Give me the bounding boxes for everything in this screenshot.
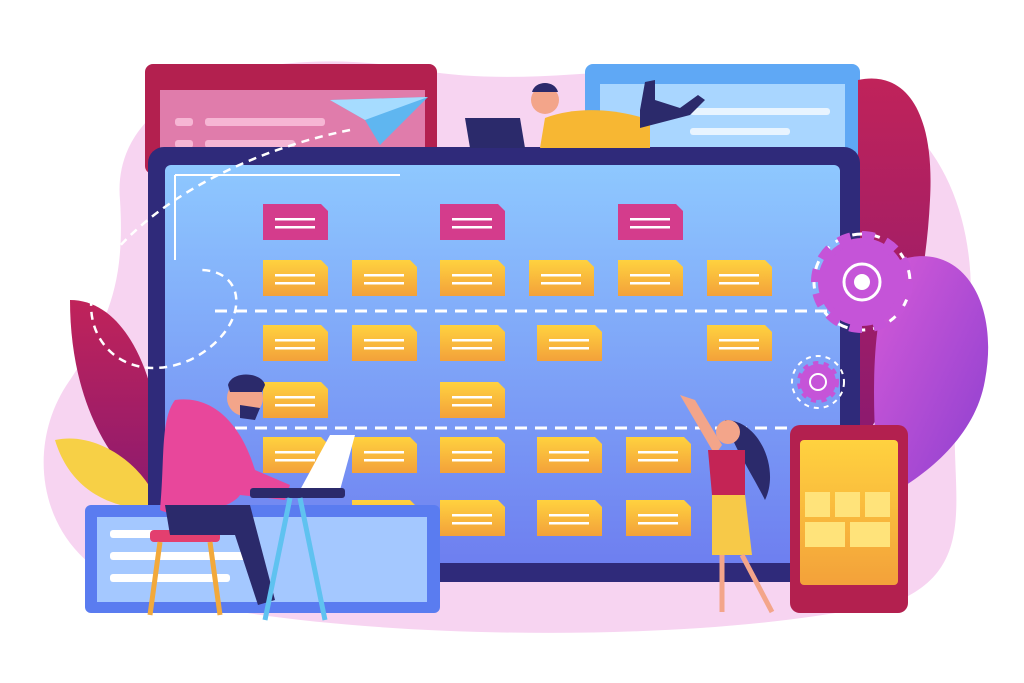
- task-note: [707, 260, 772, 296]
- task-note: [440, 437, 505, 473]
- task-note: [263, 437, 328, 473]
- header-note: [263, 204, 328, 240]
- task-note: [529, 260, 594, 296]
- task-note: [537, 325, 602, 361]
- task-note: [440, 500, 505, 536]
- task-note: [440, 260, 505, 296]
- task-note: [263, 325, 328, 361]
- header-note: [440, 204, 505, 240]
- task-note: [352, 260, 417, 296]
- task-note: [626, 500, 691, 536]
- task-note: [707, 325, 772, 361]
- task-note: [537, 437, 602, 473]
- task-note: [440, 325, 505, 361]
- task-note: [263, 382, 328, 418]
- man-at-laptop: [147, 374, 355, 621]
- task-note: [440, 382, 505, 418]
- task-note: [626, 437, 691, 473]
- paper-plane-icon: [89, 97, 428, 370]
- task-note: [537, 500, 602, 536]
- task-notes: [263, 204, 772, 536]
- tablet: [790, 425, 908, 613]
- header-note: [618, 204, 683, 240]
- gear-icon: [811, 231, 913, 333]
- task-note: [352, 325, 417, 361]
- task-note: [263, 260, 328, 296]
- small-gear-icon: [791, 355, 845, 409]
- man-lying-with-laptop: [465, 80, 705, 148]
- woman-pointing: [680, 395, 775, 614]
- left-plant: [55, 300, 162, 510]
- task-note: [618, 260, 683, 296]
- task-note: [352, 437, 417, 473]
